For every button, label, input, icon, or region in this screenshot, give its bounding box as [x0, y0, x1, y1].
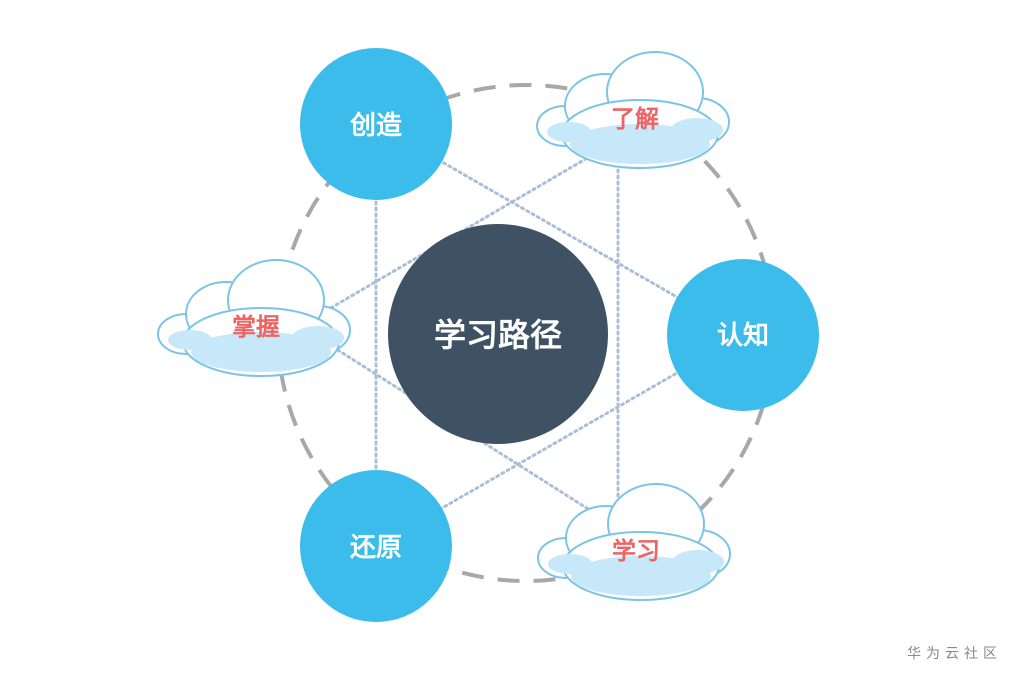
node-restore: 还原 — [300, 470, 452, 622]
center-circle — [388, 224, 608, 444]
node-cognize-label: 认知 — [717, 321, 769, 351]
center-label: 学习路径 — [434, 316, 562, 354]
node-understand-label: 了解 — [611, 105, 659, 133]
node-restore-circle — [300, 470, 452, 622]
node-learn-label: 学习 — [612, 537, 660, 565]
connector-line-master-understand — [298, 138, 620, 328]
cloud-shape — [157, 259, 351, 377]
node-create-label: 创造 — [349, 111, 402, 141]
node-understand: 了解 — [536, 51, 730, 169]
cloud-shape — [536, 51, 730, 169]
node-master: 掌握 — [157, 259, 351, 377]
node-restore-label: 还原 — [350, 533, 402, 563]
node-master-label: 掌握 — [232, 313, 280, 341]
cloud-shape — [537, 483, 731, 601]
node-learn: 学习 — [537, 483, 731, 601]
center-node: 学习路径 — [388, 224, 608, 444]
node-create: 创造 — [300, 48, 452, 200]
node-cognize-circle — [667, 259, 819, 411]
watermark: 华为云社区 — [907, 646, 1002, 662]
node-cognize: 认知 — [667, 259, 819, 411]
node-create-circle — [300, 48, 452, 200]
